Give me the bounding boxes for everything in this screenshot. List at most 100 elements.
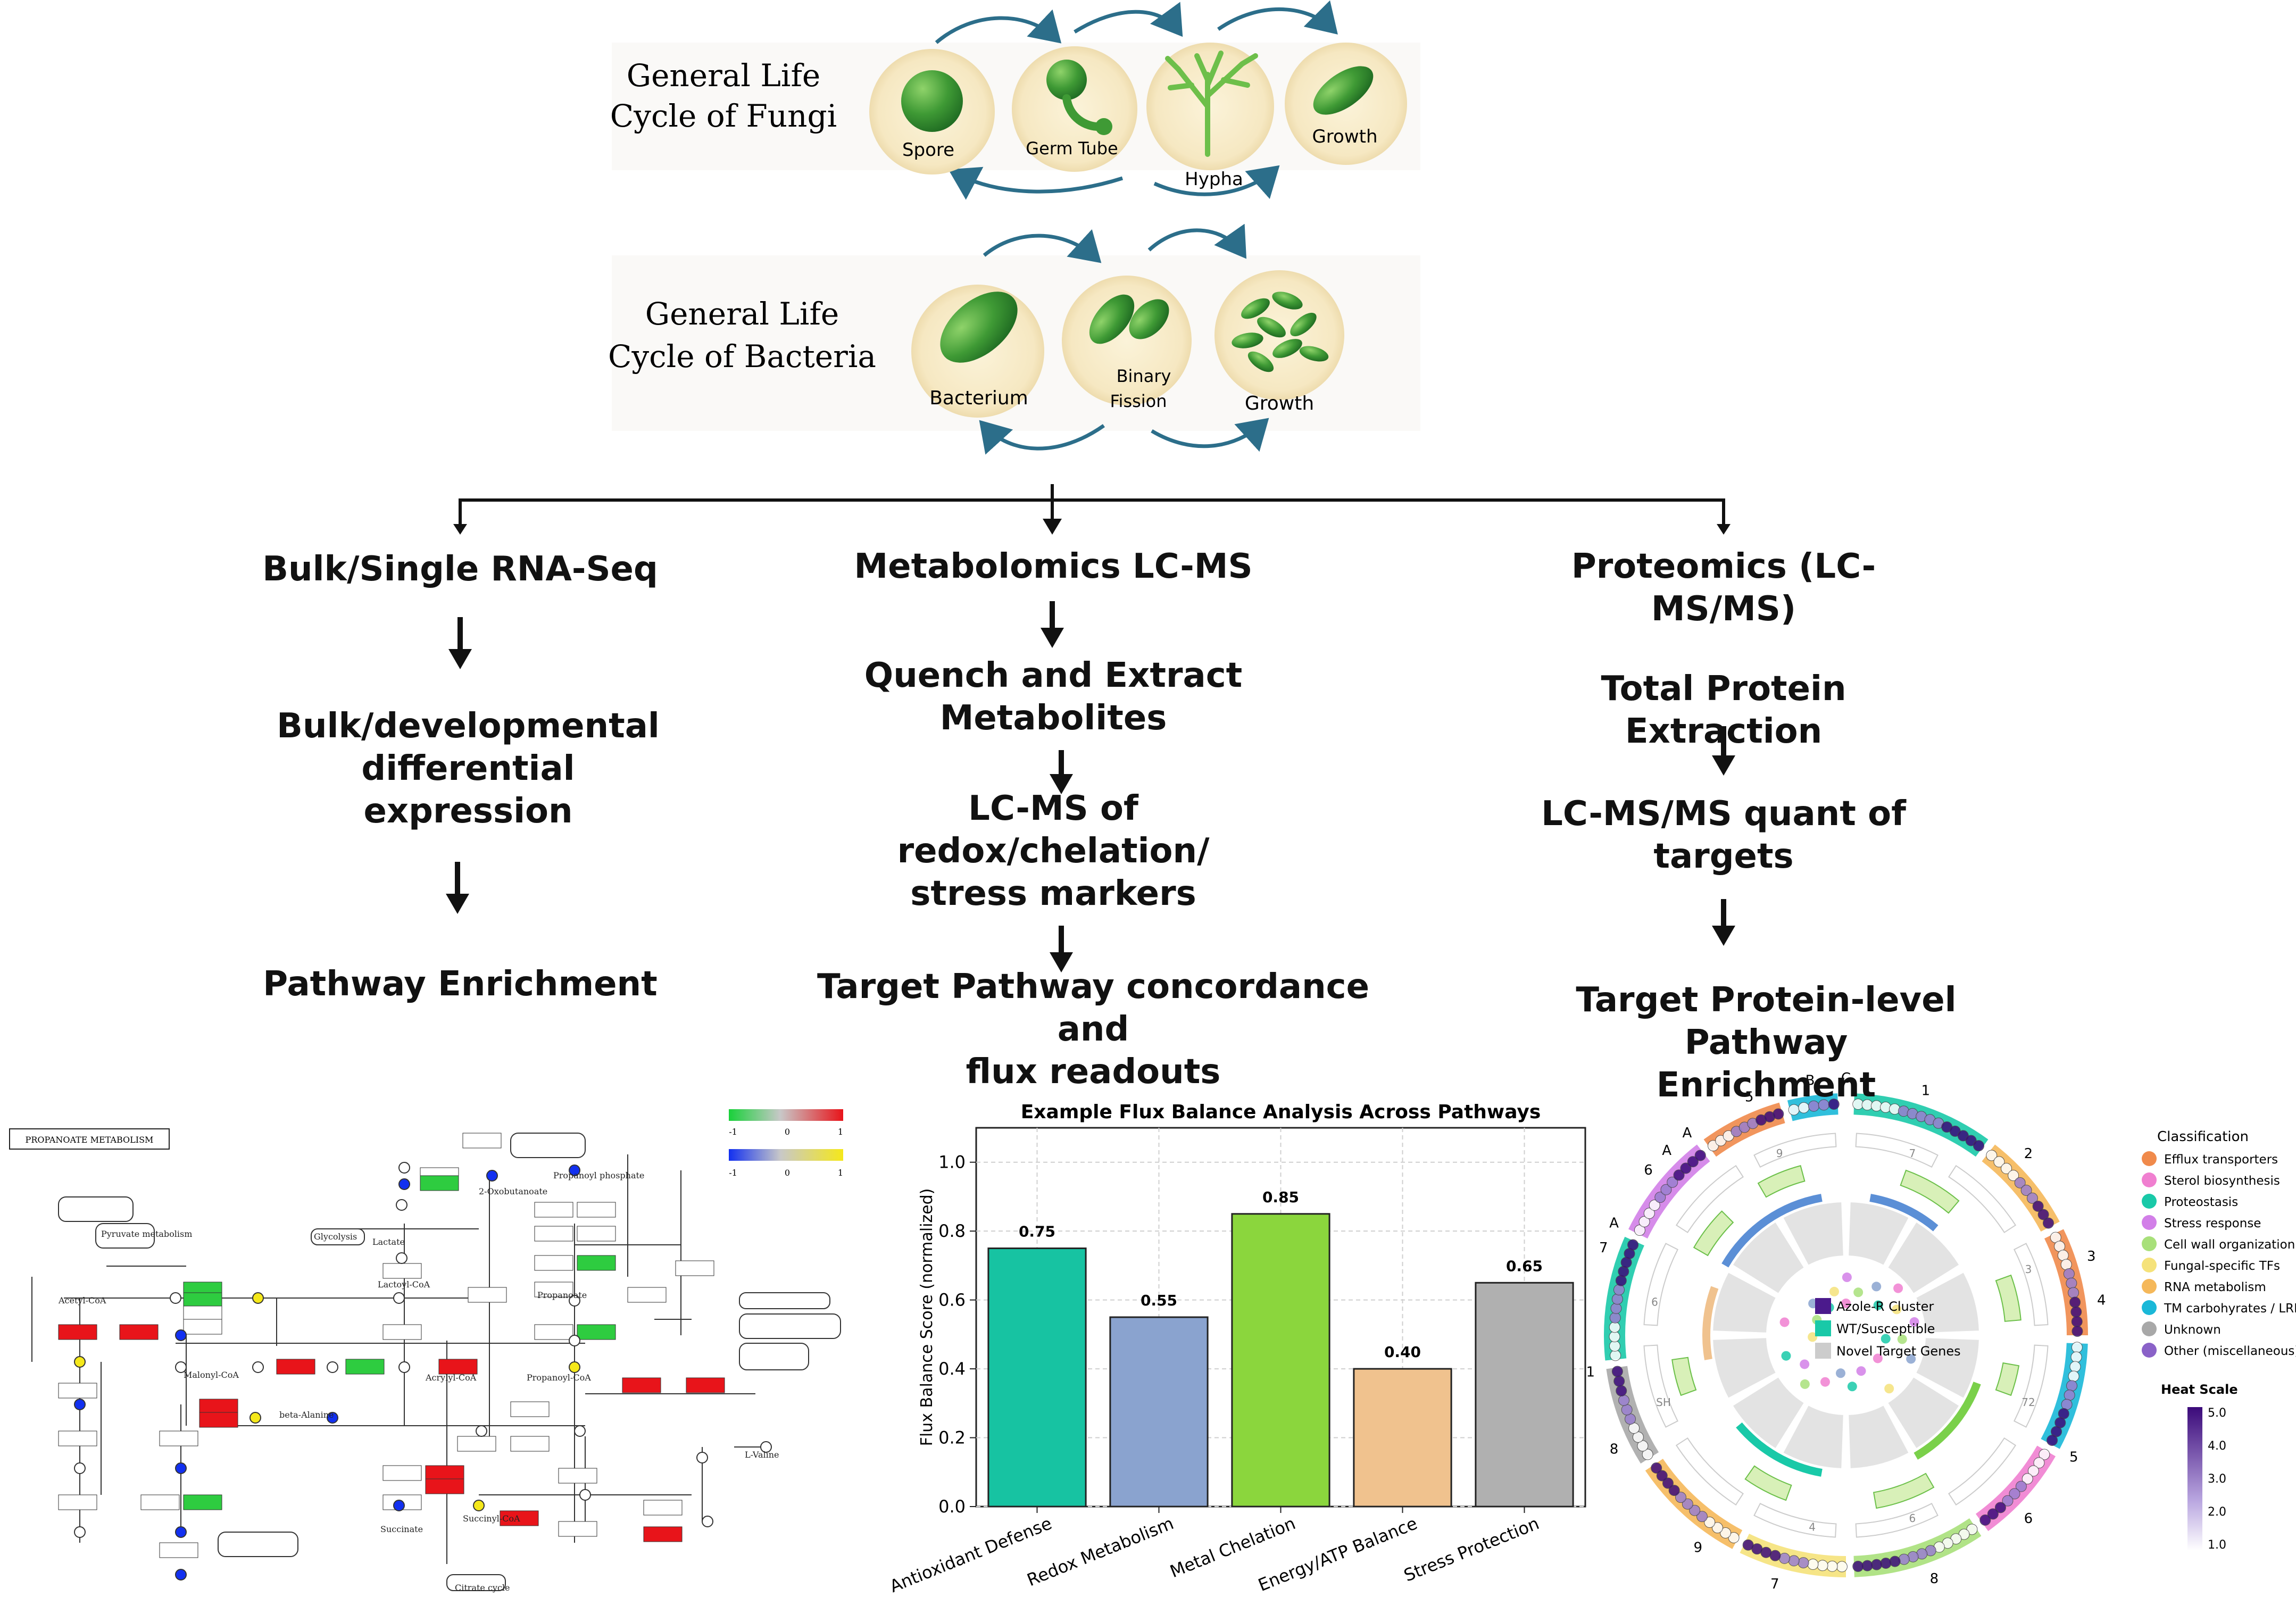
outer-dot [2022,1473,2033,1485]
legend-swatch [2142,1215,2157,1230]
center-dot [1842,1272,1852,1283]
branch-arrow-middle [1043,519,1062,535]
outer-dot [1742,1539,1754,1551]
outer-dot [1609,1321,1620,1333]
outer-dot [1662,1477,1674,1489]
outer-dot [2064,1390,2075,1401]
feature-box [1693,1210,1734,1257]
outer-dot [2071,1316,2083,1327]
metabolomics-step3: Target Pathway concordance and flux read… [817,967,1369,1092]
bacteria-colony-icon [1232,292,1329,372]
outer-dot [2020,1185,2032,1196]
down-arrow-right-2 [1712,899,1735,946]
center-dot [1800,1359,1810,1369]
inner-legend-label: Novel Target Genes [1836,1344,1961,1359]
inner-sector [1888,1222,1959,1293]
outer-dot [2069,1296,2081,1308]
center-dot [1881,1334,1891,1344]
bacteria-arrow-2 [1147,223,1247,259]
outer-label: 1 [1586,1364,1595,1380]
legend-label: Stress response [2164,1217,2261,1230]
kegg-title: PROPANOATE METABOLISM [26,1135,154,1145]
heat-tick-label: 2.0 [2208,1505,2226,1519]
inner-legend-swatch [1815,1298,1831,1314]
down-arrow-right-1 [1712,726,1735,776]
svg-text:Succinate: Succinate [380,1524,423,1534]
outer-dot [1660,1184,1672,1195]
y-tick-label: 1.0 [938,1152,966,1172]
outer-dot [1852,1560,1864,1572]
mid-ring-segment [1643,1344,1679,1428]
svg-text:Glycolysis: Glycolysis [314,1232,357,1242]
outer-dot [2032,1200,2044,1212]
down-arrow-left-2 [446,862,469,914]
svg-text:Propanoyl-CoA: Propanoyl-CoA [527,1373,591,1383]
outer-label: 7 [1599,1240,1608,1256]
outer-dot [1637,1440,1649,1452]
outer-dot [2037,1209,2049,1220]
inner-arc [1736,1422,1823,1477]
proteomics-header: Proteomics (LC-MS/MS) [1571,547,1876,629]
outer-dot [1798,1557,1809,1569]
bacteria-title-line1: General Life [645,296,839,332]
inner-label: 4 [1809,1520,1816,1533]
mid-ring-segment [2013,1344,2049,1428]
metabolomics-step1: Quench and Extract Metabolites [864,656,1243,738]
kegg-scale2-mid: 0 [785,1168,790,1178]
outer-dot [1711,1522,1723,1534]
outer-dot [1616,1385,1627,1396]
center-dot [1779,1317,1790,1327]
outer-dot [1610,1302,1622,1314]
legend-label: Fungal-specific TFs [2164,1259,2280,1273]
outer-dot [2015,1480,2027,1492]
center-dot [1871,1282,1882,1292]
outer-label: 7 [1770,1576,1779,1592]
outer-dot [2070,1351,2082,1363]
bacteria-arrow-1 [983,229,1102,263]
down-arrow-mid-1 [1041,601,1064,648]
heat-tick-label: 3.0 [2208,1473,2226,1486]
bar-metal-chelation [1231,1213,1330,1508]
fungi-arrow-1 [935,9,1062,44]
fungi-title-line2: Cycle of Fungi [610,98,837,134]
inner-sector [1733,1377,1804,1449]
outer-dot [2069,1361,2081,1373]
outer-dot [1687,1156,1699,1168]
branch-connector [459,484,1725,524]
bar-value-label: 0.85 [1262,1188,1299,1206]
center-dot [1820,1377,1830,1387]
bar-value-label: 0.65 [1506,1257,1543,1275]
legend-swatch [2142,1343,2157,1358]
kegg-scale2-min: -1 [729,1168,737,1178]
outer-label: 2 [2024,1146,2033,1162]
kegg-scale2-max: 1 [838,1168,843,1178]
outer-dot [2009,1488,2020,1500]
outer-dot [1610,1350,1621,1361]
mid-ring-segment [1855,1502,1939,1538]
inner-label: 7 [1909,1147,1916,1160]
outer-dot [1656,1470,1668,1482]
svg-text:Pyruvate metabolism: Pyruvate metabolism [101,1229,192,1239]
outer-label: 5 [2069,1450,2078,1466]
stage-hypha: Hypha [1185,169,1243,190]
legend-swatch [2142,1258,2157,1272]
outer-dot [2001,1163,2012,1175]
bar-redox-metabolism [1109,1316,1209,1508]
down-arrow-left-1 [448,617,472,669]
outer-dot [1880,1557,1892,1569]
outer-dot [2027,1465,2039,1477]
rna-seq-step2: Pathway Enrichment [263,964,658,1004]
center-dot [1847,1382,1857,1392]
svg-text:Lactate: Lactate [372,1237,405,1247]
outer-dot [1836,1561,1848,1573]
center-dot [1856,1366,1866,1376]
outer-dot [1673,1169,1685,1181]
outer-dot [1778,1552,1790,1564]
center-dot [1800,1379,1810,1389]
fungi-arrow-3 [1217,0,1338,35]
kegg-enzyme-boxes [58,1133,725,1558]
stage-bacterium: Bacterium [929,387,1028,409]
outer-dot [1621,1404,1633,1416]
outer-label: 5 [1745,1089,1754,1105]
stage-germ-tube: Germ Tube [1026,138,1118,159]
